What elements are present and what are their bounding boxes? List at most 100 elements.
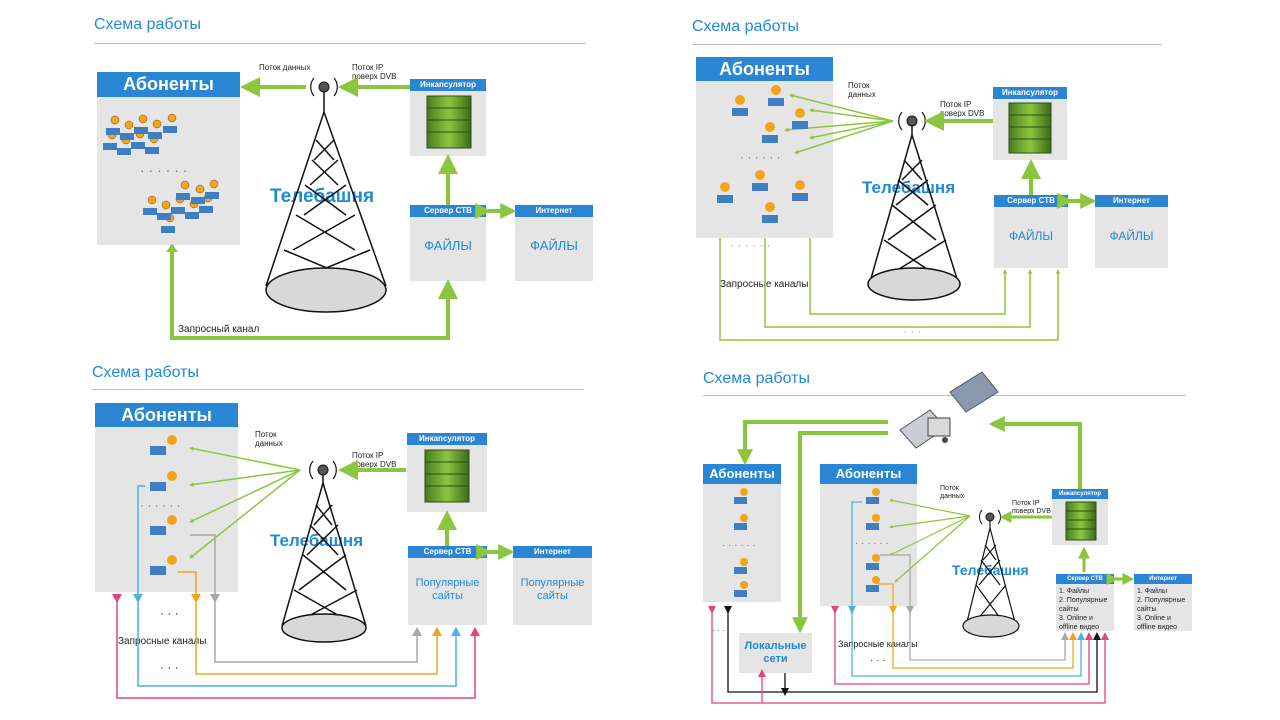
- panel2-request-dots: · · · · · ·: [730, 238, 771, 252]
- panel1-server-files: ФАЙЛЫ: [424, 238, 472, 253]
- panel4-tower-label: Телебашня: [952, 562, 1029, 578]
- panel4-sat-to-local: [792, 431, 888, 634]
- panel2-internet-files: ФАЙЛЫ: [1109, 229, 1154, 243]
- panel3-request-arrowheads: [112, 594, 480, 636]
- panel2-internet-header: Интернет: [1095, 195, 1168, 207]
- panel4-encap-to-sat: [988, 416, 1082, 489]
- panel2-server-box: [994, 195, 1068, 268]
- panel3-title: Схема работы: [92, 364, 199, 381]
- panel2-subscribers-dots: · · · · · ·: [740, 150, 781, 164]
- panel4-subscribers-left-box: [703, 464, 781, 602]
- panel4-internet-header: Интернет: [1134, 574, 1192, 584]
- panel4-data-arrows: [889, 498, 971, 583]
- panel2-antenna-icon: [906, 115, 918, 127]
- panel3-server-popular: Популярные сайты: [415, 577, 480, 602]
- panel1-server-box: [410, 205, 486, 281]
- panel1-internet-files: ФАЙЛЫ: [530, 238, 578, 253]
- panel1-antenna-icon: [318, 81, 330, 93]
- panel1-server-header: Сервер СТВ: [410, 205, 486, 217]
- panel4-rule: [703, 395, 1186, 396]
- panel2-server-header: Сервер СТВ: [994, 195, 1068, 207]
- panel3-user-icons: [150, 435, 177, 575]
- panel4-internet-list: 1. Файлы 2. Популярные сайты 3. Online и…: [1137, 587, 1191, 632]
- panel4-internet-list-item-3: 3. Online и offline видео: [1137, 615, 1177, 631]
- panel1-subscribers-header: Абоненты: [97, 72, 240, 97]
- panel4-request-lines: [711, 501, 1106, 704]
- panel3-request-lines: [116, 485, 476, 699]
- panel4-satellite-icon: [899, 371, 999, 449]
- panel2-request-lines: [719, 238, 1061, 341]
- panel4-encapsulator-icon: [1065, 501, 1097, 541]
- panel4-server-list-item-2: 2. Популярные сайты: [1059, 597, 1108, 613]
- panel3-request-dots: · · ·: [160, 606, 179, 620]
- panel4-right-dots: · · · · · ·: [855, 538, 889, 549]
- panel4-left-dots: · · · · · ·: [722, 540, 756, 551]
- panel1-tower-label: Телебашня: [270, 186, 375, 207]
- panel3-internet-header: Интернет: [513, 546, 592, 558]
- panel2-server-files: ФАЙЛЫ: [1009, 229, 1053, 243]
- panel4-request-arrowheads: [708, 606, 1109, 696]
- panel2-rule: [692, 44, 1162, 45]
- panel4-antenna-icon: [985, 512, 995, 522]
- panel1-graphics: [103, 77, 517, 340]
- panel3-subscribers-dots: · · · · · ·: [140, 498, 181, 512]
- panel4-server-header: Сервер СТВ: [1056, 574, 1114, 584]
- panel4-sat-to-subscribers: [737, 420, 888, 466]
- panel3-data-arrows: [189, 446, 301, 559]
- panel1-internet-box: [515, 205, 593, 281]
- panel3-subscribers-box: [95, 403, 238, 592]
- panel3-internet-box: [513, 546, 592, 625]
- panel4-request-dots: · · ·: [870, 655, 886, 666]
- panel4-user-icons: [734, 488, 880, 597]
- panel3-subscribers-header: Абоненты: [95, 403, 238, 427]
- panel4-subscribers-left-header: Абоненты: [703, 464, 781, 484]
- panel2-subscribers-header: Абоненты: [696, 57, 833, 81]
- panel2-encapsulator-icon: [1008, 102, 1052, 154]
- panel2-tower-label: Телебашня: [862, 178, 956, 197]
- panel3-graphics: [112, 435, 515, 699]
- panel1-request-line: [170, 245, 458, 340]
- panel1-flow-ip: Поток IP поверх DVB: [352, 63, 397, 81]
- panel4-left-bottom-dots: · · ·: [712, 626, 725, 635]
- panel4-subscribers-right-header: Абоненты: [820, 464, 917, 484]
- panel3-server-header: Сервер СТВ: [408, 546, 487, 558]
- panel4-internet-list-item-1: 1. Файлы: [1137, 588, 1168, 595]
- panel1-title: Схема работы: [94, 16, 201, 33]
- panel1-tower-icon: [265, 88, 387, 313]
- panel3-request-label: Запросные каналы: [118, 636, 207, 647]
- panel2-request-label: Запросные каналы: [720, 279, 809, 290]
- panel2-graphics: [717, 85, 1097, 341]
- panel3-flow-data: Поток данных: [255, 430, 283, 448]
- panel3-encap-header: Инкапсулятор: [407, 433, 487, 445]
- panel4-tower-icon: [962, 521, 1020, 638]
- panel1-flow-data: Поток данных: [259, 63, 311, 72]
- panel3-encapsulator-icon: [424, 449, 470, 503]
- panel3-server-box: [408, 546, 487, 625]
- panel3-flow-ip: Поток IP поверх DVB: [352, 451, 397, 469]
- panel4-request-label: Запросные каналы: [838, 639, 918, 649]
- panel3-bottom-dots: · · ·: [160, 660, 179, 674]
- panel4-title: Схема работы: [703, 370, 810, 387]
- panel3-rule: [92, 389, 584, 390]
- panel1-subscribers-dots: · · · · · ·: [140, 162, 188, 178]
- panel2-flow-ip: Поток IP поверх DVB: [940, 100, 985, 118]
- panel4-flow-data: Поток данных: [940, 485, 965, 500]
- panel4-server-list-item-3: 3. Online и offline видео: [1059, 615, 1099, 631]
- panel2-title: Схема работы: [692, 18, 799, 35]
- panel4-flow-ip: Поток IP поверх DVB: [1012, 500, 1051, 515]
- panel4-internet-list-item-2: 2. Популярные сайты: [1137, 597, 1186, 613]
- panel1-encap-header: Инкапсулятор: [410, 79, 486, 91]
- panel2-user-icons: [717, 85, 808, 223]
- panel4-server-list-item-1: 1. Файлы: [1059, 588, 1090, 595]
- panel3-antenna-icon: [317, 464, 329, 476]
- panel3-tower-icon: [281, 474, 367, 643]
- panel4-graphics: [708, 371, 1135, 704]
- panel4-subscribers-right-box: [820, 464, 917, 606]
- panel4-local-networks-box: [739, 633, 812, 673]
- panel1-encapsulator-icon: [426, 95, 472, 149]
- panel3-internet-popular: Популярные сайты: [520, 577, 585, 602]
- panel4-local-networks-label: Локальные сети: [744, 640, 807, 665]
- panel1-internet-header: Интернет: [515, 205, 593, 217]
- panel2-encap-header: Инкапсулятор: [993, 87, 1067, 99]
